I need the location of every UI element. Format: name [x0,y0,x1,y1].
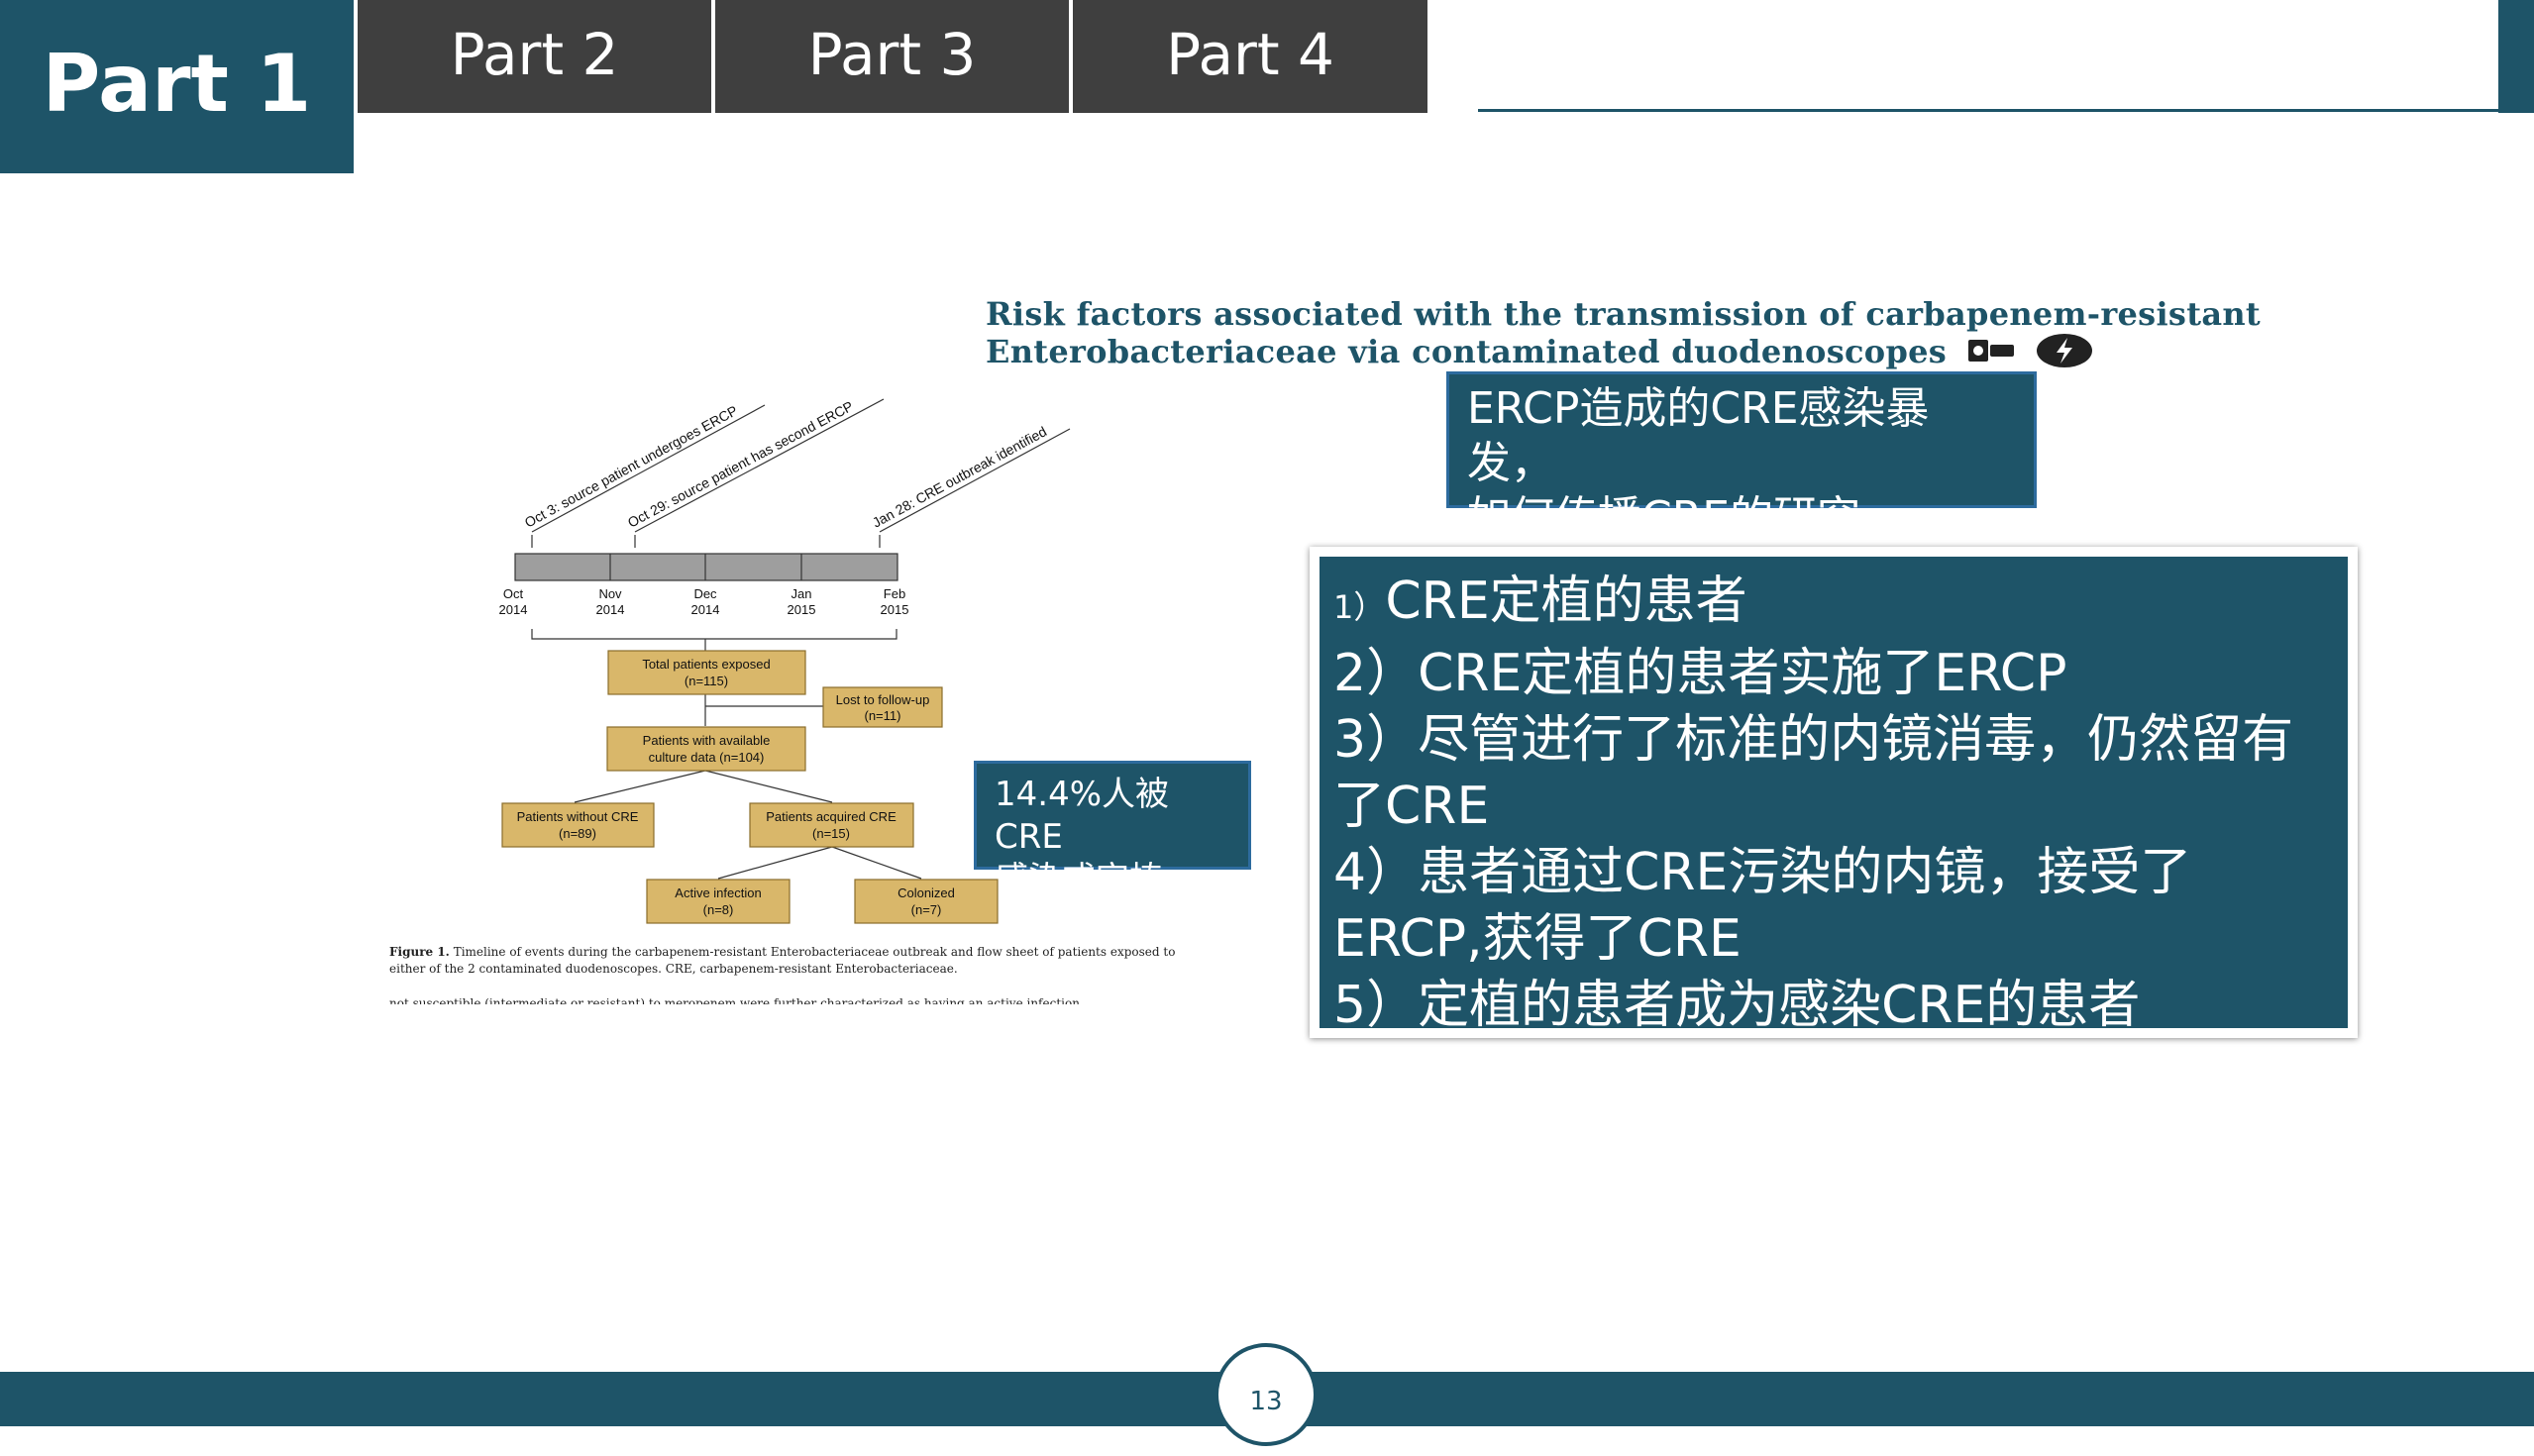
year-2015-b: 2015 [881,602,909,617]
svg-text:(n=11): (n=11) [865,708,901,723]
truncated-body-text: not susceptible (intermediate or resista… [389,996,1080,1004]
svg-text:(n=8): (n=8) [703,902,734,917]
step-4: 4）患者通过CRE污染的内镜，接受了ERCP,获得了CRE [1333,843,2192,969]
month-dec: Dec [693,586,717,601]
header-accent-bar [2498,0,2534,113]
header-rule [1478,109,2502,112]
video-icon [1966,336,2016,372]
flow-box-acquired-cre: Patients acquired CRE (n=15) [749,802,914,848]
svg-text:Jan 28: CRE outbreak identifie: Jan 28: CRE outbreak identified [870,423,1049,530]
month-feb: Feb [884,586,905,601]
step-5: 5）定植的患者成为感染CRE的患者 [1333,976,2141,1035]
month-jan: Jan [792,586,812,601]
ercp-summary-line-1: ERCP造成的CRE感染暴发， [1467,383,1930,488]
svg-text:(n=15): (n=15) [812,826,850,841]
flow-box-colonized: Colonized (n=7) [854,879,999,924]
timeline-bracket [531,629,897,640]
svg-text:(n=7): (n=7) [911,902,942,917]
paper-title-line-2: Enterobacteriaceae via contaminated duod… [986,333,1948,370]
tab-part-4[interactable]: Part 4 [1073,0,1427,113]
tab-part-1[interactable]: Part 1 [0,0,354,173]
svg-text:Colonized: Colonized [897,885,955,900]
ercp-summary-box: ERCP造成的CRE感染暴发， 如何传播CRE的研究 [1446,371,2037,543]
page-number: 13 [1214,1343,1318,1446]
step-1-number: 1） [1333,588,1386,626]
step-3: 3）尽管进行了标准的内镜消毒，仍然留有了CRE [1333,710,2294,836]
infection-rate-box: 14.4%人被CRE 感染或定植 [974,761,1251,899]
flow-box-without-cre: Patients without CRE (n=89) [501,802,655,848]
tab-part-2[interactable]: Part 2 [358,0,711,113]
flow-box-lost-followup: Lost to follow-up (n=11) [822,686,943,728]
svg-text:(n=89): (n=89) [559,826,596,841]
flow-box-active-infection: Active infection (n=8) [646,879,791,924]
flow-connectors [574,694,922,880]
figure-caption-label: Figure 1. [389,945,450,959]
paper-title: Risk factors associated with the transmi… [986,297,2472,376]
podcast-icon [2035,332,2094,376]
step-1-text: CRE定植的患者 [1385,572,1747,631]
svg-text:Patients acquired CRE: Patients acquired CRE [766,809,897,824]
infection-rate-line-1: 14.4%人被CRE [995,775,1170,857]
year-2015-a: 2015 [788,602,816,617]
svg-text:Total patients exposed: Total patients exposed [642,657,770,672]
event-label-2: Oct 29: source patient has second ERCP [625,398,885,548]
paper-title-line-1: Risk factors associated with the transmi… [986,295,2261,333]
timeline-bar [514,553,898,581]
outbreak-figure: Oct 3: source patient undergoes ERCP Oct… [499,398,1071,924]
svg-text:(n=115): (n=115) [685,674,728,688]
svg-text:Oct 3: source patient undergoe: Oct 3: source patient undergoes ERCP [522,402,740,531]
year-2014-b: 2014 [596,602,625,617]
year-2014-a: 2014 [499,602,528,617]
svg-text:Patients with available: Patients with available [643,733,771,748]
step-1: 1）CRE定植的患者 [1333,569,2334,641]
event-label-3: Jan 28: CRE outbreak identified [870,423,1071,548]
svg-text:Active infection: Active infection [675,885,761,900]
svg-text:Patients without CRE: Patients without CRE [517,809,639,824]
month-oct: Oct [503,586,524,601]
svg-text:Lost to follow-up: Lost to follow-up [836,692,930,707]
figure-caption: Figure 1. Timeline of events during the … [389,944,1182,978]
step-2: 2）CRE定植的患者实施了ERCP [1333,644,2067,703]
svg-text:culture data (n=104): culture data (n=104) [649,750,765,765]
tab-part-3[interactable]: Part 3 [715,0,1069,113]
flow-box-available-data: Patients with available culture data (n=… [606,726,806,772]
flow-box-total-exposed: Total patients exposed (n=115) [607,650,806,695]
month-nov: Nov [598,586,622,601]
transmission-steps-box: 1）CRE定植的患者 2）CRE定植的患者实施了ERCP 3）尽管进行了标准的内… [1310,547,2358,1038]
infection-rate-line-2: 感染或定植 [995,860,1163,899]
ercp-summary-line-2: 如何传播CRE的研究 [1467,492,1861,543]
year-2014-c: 2014 [691,602,720,617]
figure-caption-text: Timeline of events during the carbapenem… [389,945,1176,976]
